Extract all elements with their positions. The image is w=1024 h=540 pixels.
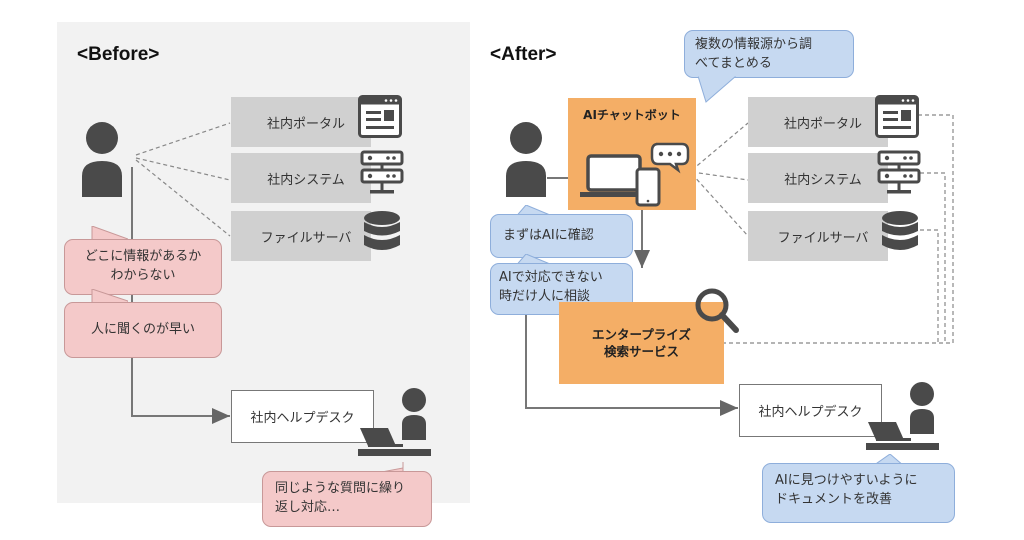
source-label: ファイルサーバ	[260, 230, 352, 246]
portal-window-icon	[875, 95, 919, 138]
server-icon	[877, 150, 921, 194]
before-source-portal: 社内ポータル	[231, 97, 371, 147]
helpdesk-staff-icon	[866, 382, 939, 450]
bubble-where-info: どこに情報があるか わからない	[64, 239, 222, 295]
bubble-ask-human: 人に聞くのが早い	[64, 302, 222, 358]
search-service-label: エンタープライズ 検索サービス	[592, 326, 691, 360]
bubble-tail	[698, 76, 738, 103]
before-link-portal	[135, 122, 231, 156]
bubble-ask-ai-first: まずはAIに確認	[490, 214, 633, 258]
after-link-portal	[691, 122, 749, 171]
source-label: 社内ポータル	[783, 116, 862, 132]
database-icon	[882, 211, 918, 250]
bubble-improve-docs: AIに見つけやすいように ドキュメントを改善	[762, 463, 955, 523]
bubble-multi-source: 複数の情報源から調 べてまとめる	[684, 30, 854, 78]
after-index-system	[920, 172, 946, 343]
after-source-file: ファイルサーバ	[748, 211, 888, 261]
after-user-icon	[506, 122, 546, 197]
database-icon	[364, 211, 400, 250]
before-helpdesk-box: 社内ヘルプデスク	[231, 390, 374, 443]
helpdesk-staff-icon	[358, 388, 431, 456]
after-link-file	[691, 173, 749, 237]
before-user-icon	[82, 122, 122, 197]
server-icon	[360, 150, 404, 194]
chatbot-devices-icon	[580, 142, 690, 207]
source-label: 社内ポータル	[266, 116, 345, 132]
bubble-repeat-response: 同じような質問に繰り 返し対応…	[262, 471, 432, 527]
chatbot-label: AIチャットボット	[583, 108, 681, 122]
after-title: <After>	[490, 44, 557, 65]
before-title: <Before>	[77, 44, 160, 65]
after-source-system: 社内システム	[748, 153, 888, 203]
source-label: 社内システム	[784, 172, 862, 188]
after-link-system	[691, 171, 749, 181]
magnifier-icon	[695, 288, 739, 333]
source-label: 社内システム	[267, 172, 345, 188]
before-source-file: ファイルサーバ	[231, 211, 371, 261]
after-helpdesk-box: 社内ヘルプデスク	[739, 384, 882, 437]
source-label: ファイルサーバ	[777, 230, 869, 246]
after-source-portal: 社内ポータル	[748, 97, 888, 147]
bubble-tail	[91, 289, 128, 305]
after-index-portal	[724, 114, 954, 344]
portal-window-icon	[358, 95, 402, 138]
before-source-system: 社内システム	[231, 153, 371, 203]
before-link-file	[135, 159, 231, 237]
before-link-system	[135, 157, 231, 181]
search-service-box: エンタープライズ 検索サービス	[559, 302, 724, 384]
after-index-file	[920, 229, 939, 343]
